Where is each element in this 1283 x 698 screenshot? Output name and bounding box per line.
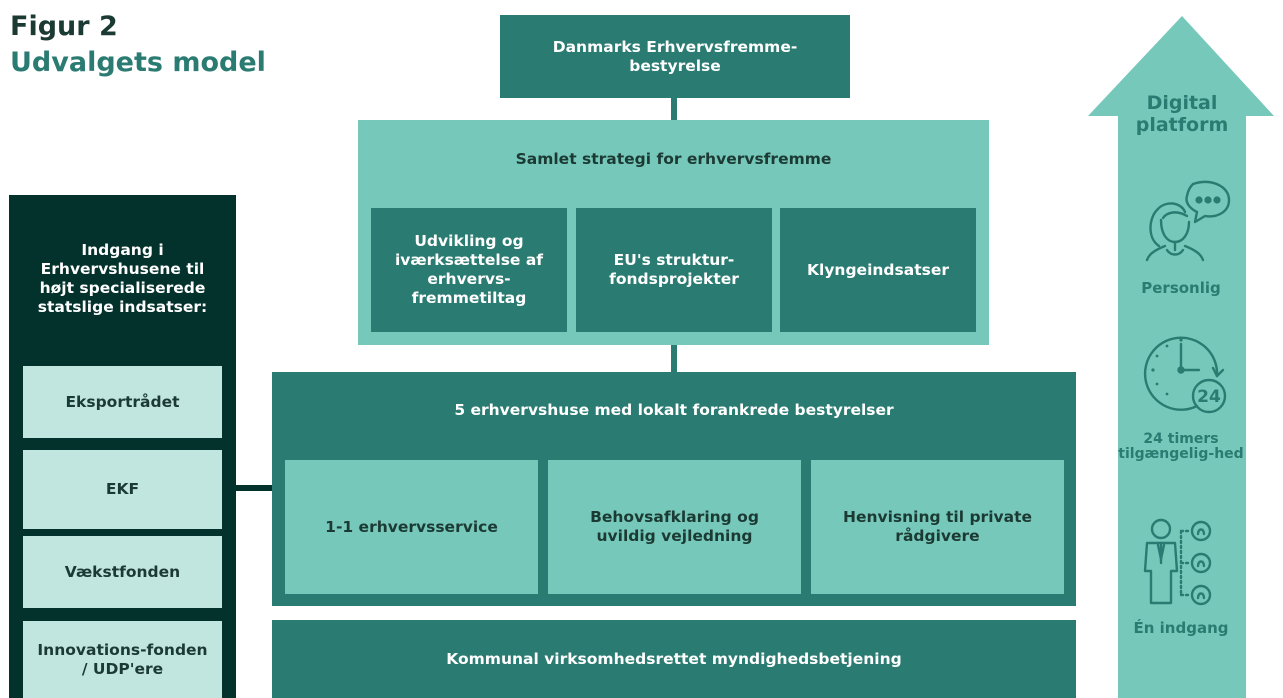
strategy-item-eu-funds: EU's struktur-fondsprojekter bbox=[576, 208, 772, 332]
municipal-box: Kommunal virksomhedsrettet myndighedsbet… bbox=[272, 620, 1076, 698]
feature-label-single-entry: Én indgang bbox=[1133, 619, 1229, 637]
house-item-service: 1-1 erhvervsservice bbox=[285, 460, 538, 594]
board-box: Danmarks Erhvervsfremme-bestyrelse bbox=[500, 15, 850, 98]
strategy-item-clusters: Klyngeindsatser bbox=[780, 208, 976, 332]
house-item-referral: Henvisning til private rådgivere bbox=[811, 460, 1064, 594]
single-entry-icon bbox=[1143, 518, 1212, 606]
figure-label: Figur 2 bbox=[10, 11, 118, 42]
strategy-item-development: Udvikling og iværksættelse af erhvervs-f… bbox=[371, 208, 567, 332]
connector-top bbox=[671, 98, 677, 120]
state-entry-panel: Indgang i Erhvervshusene til højt specia… bbox=[9, 195, 236, 698]
strategy-item-label: Klyngeindsatser bbox=[807, 260, 949, 279]
entry-item-ekf: EKF bbox=[23, 450, 222, 529]
entry-item-export-council: Eksportrådet bbox=[23, 366, 222, 438]
strategy-box: Samlet strategi for erhvervsfremme Udvik… bbox=[358, 120, 989, 345]
house-item-label: 1-1 erhvervsservice bbox=[325, 517, 498, 536]
entry-item-label: Eksportrådet bbox=[65, 392, 180, 411]
figure-title: Udvalgets model bbox=[10, 47, 266, 78]
feature-label-availability: 24 timers tilgængelig-hed bbox=[1118, 431, 1244, 462]
entry-item-growth-fund: Vækstfonden bbox=[23, 536, 222, 608]
entry-item-innovation-fund: Innovations-fonden / UDP'ere bbox=[23, 621, 222, 698]
strategy-title: Samlet strategi for erhvervsfremme bbox=[515, 149, 832, 168]
strategy-item-label: Udvikling og iværksættelse af erhvervs-f… bbox=[394, 232, 544, 307]
svg-text:24: 24 bbox=[1197, 387, 1221, 407]
entry-item-label: Innovations-fonden / UDP'ere bbox=[37, 640, 208, 678]
connector-left bbox=[236, 485, 272, 491]
connector-middle bbox=[671, 345, 677, 372]
entry-item-label: EKF bbox=[105, 480, 140, 498]
municipal-box-label: Kommunal virksomhedsrettet myndighedsbet… bbox=[446, 649, 902, 668]
clock-24-icon: 24 bbox=[1143, 336, 1227, 414]
board-box-label: Danmarks Erhvervsfremme-bestyrelse bbox=[552, 37, 798, 75]
person-speech-icon bbox=[1145, 180, 1231, 262]
house-item-label: Behovsafklaring og uvildig vejledning bbox=[590, 508, 759, 545]
feature-label-personal: Personlig bbox=[1141, 279, 1221, 297]
house-item-guidance: Behovsafklaring og uvildig vejledning bbox=[548, 460, 801, 594]
platform-title: Digital platform bbox=[1135, 92, 1229, 136]
business-houses-title: 5 erhvervshuse med lokalt forankrede bes… bbox=[454, 400, 894, 419]
house-item-label: Henvisning til private rådgivere bbox=[842, 508, 1032, 545]
business-houses-box: 5 erhvervshuse med lokalt forankrede bes… bbox=[272, 372, 1076, 606]
state-entry-title: Indgang i Erhvervshusene til højt specia… bbox=[37, 241, 208, 316]
entry-item-label: Vækstfonden bbox=[64, 562, 181, 581]
strategy-item-label: EU's struktur-fondsprojekter bbox=[609, 251, 739, 288]
